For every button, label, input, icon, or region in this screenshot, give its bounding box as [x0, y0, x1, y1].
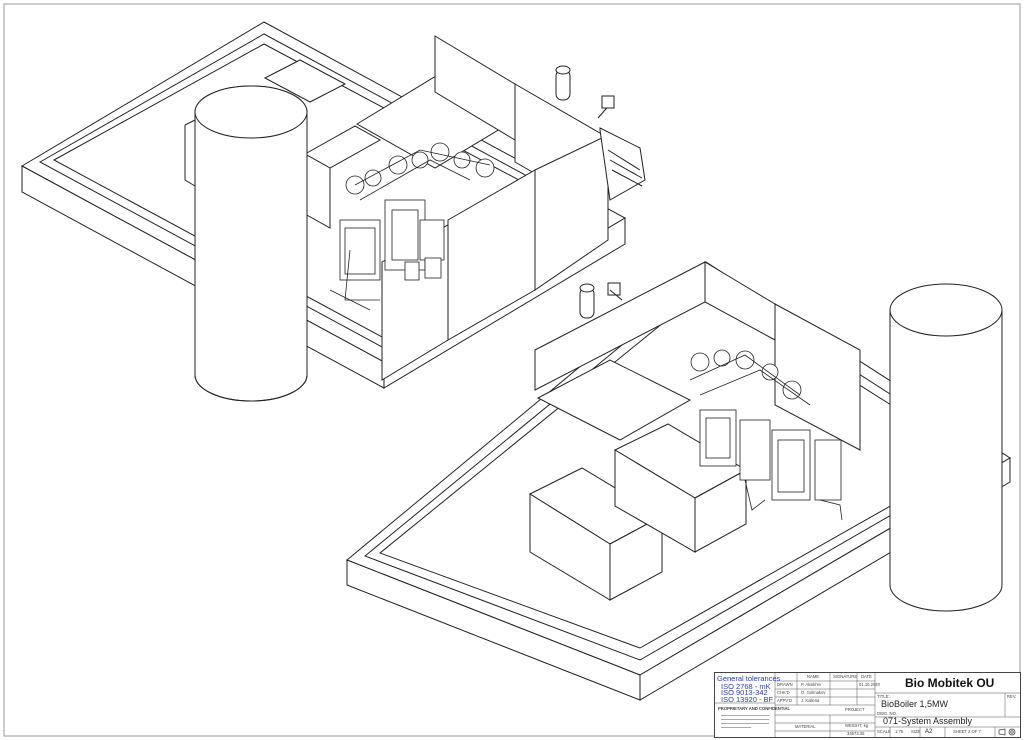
drawing-title-line1: BioBoiler 1,5MW: [881, 699, 949, 709]
proprietary-label: PROPRIETARY AND CONFIDENTIAL: [718, 706, 791, 711]
row-drawn-name: P. Aksikhin: [801, 682, 821, 687]
title-block-grid: [715, 673, 1020, 737]
sheet-border: [3, 3, 1021, 737]
row-drawn-date: 01.10.2020: [859, 682, 880, 687]
title-label: TITLE:: [877, 694, 890, 699]
row-approved-role: APPV'D: [777, 698, 792, 703]
scale-value: 1:75: [895, 729, 904, 734]
rev-label: REV.: [1007, 694, 1017, 699]
weight-label: WEIGHT, kg: [845, 723, 869, 728]
company-name: Bio Mobitek OU: [905, 676, 995, 690]
projection-symbol-icon: [998, 728, 1016, 736]
drawing-title-line2: 071-System Assembly: [883, 716, 973, 726]
row-approved-name: J. Kallena: [801, 698, 820, 703]
row-drawn-role: DRAWN: [777, 682, 793, 687]
tolerance-1: ISO 2768 - mK: [721, 682, 771, 691]
col-date-header: DATE: [861, 674, 872, 679]
tolerance-2: ISO 9013-342: [721, 688, 768, 697]
general-tolerances-label: General tolerances: [717, 674, 781, 683]
size-label: SIZE: [911, 729, 921, 734]
row-checked-name: O. Golmakov: [801, 690, 826, 695]
row-checked-role: CHK'D: [777, 690, 790, 695]
size-value: A2: [925, 729, 933, 735]
title-block: General tolerances ISO 2768 - mK ISO 901…: [714, 672, 1021, 738]
right-assembly-view: [346, 261, 1011, 701]
project-label: PROJECT: [845, 707, 865, 712]
tolerance-3: ISO 13920 - BF: [721, 695, 774, 704]
col-signature-header: SIGNATURE: [833, 674, 858, 679]
sheet-label: SHEET 2 OF 7: [953, 729, 981, 734]
weight-value: 34673.35: [847, 731, 865, 736]
left-assembly-view: [20, 21, 646, 402]
material-label: MATERIAL: [795, 724, 816, 729]
proprietary-text-lines: [721, 715, 769, 731]
dwg-no-label: DWG. NO.: [877, 711, 898, 716]
scale-label: SCALE: [877, 729, 891, 734]
col-name-header: NAME: [807, 674, 820, 679]
